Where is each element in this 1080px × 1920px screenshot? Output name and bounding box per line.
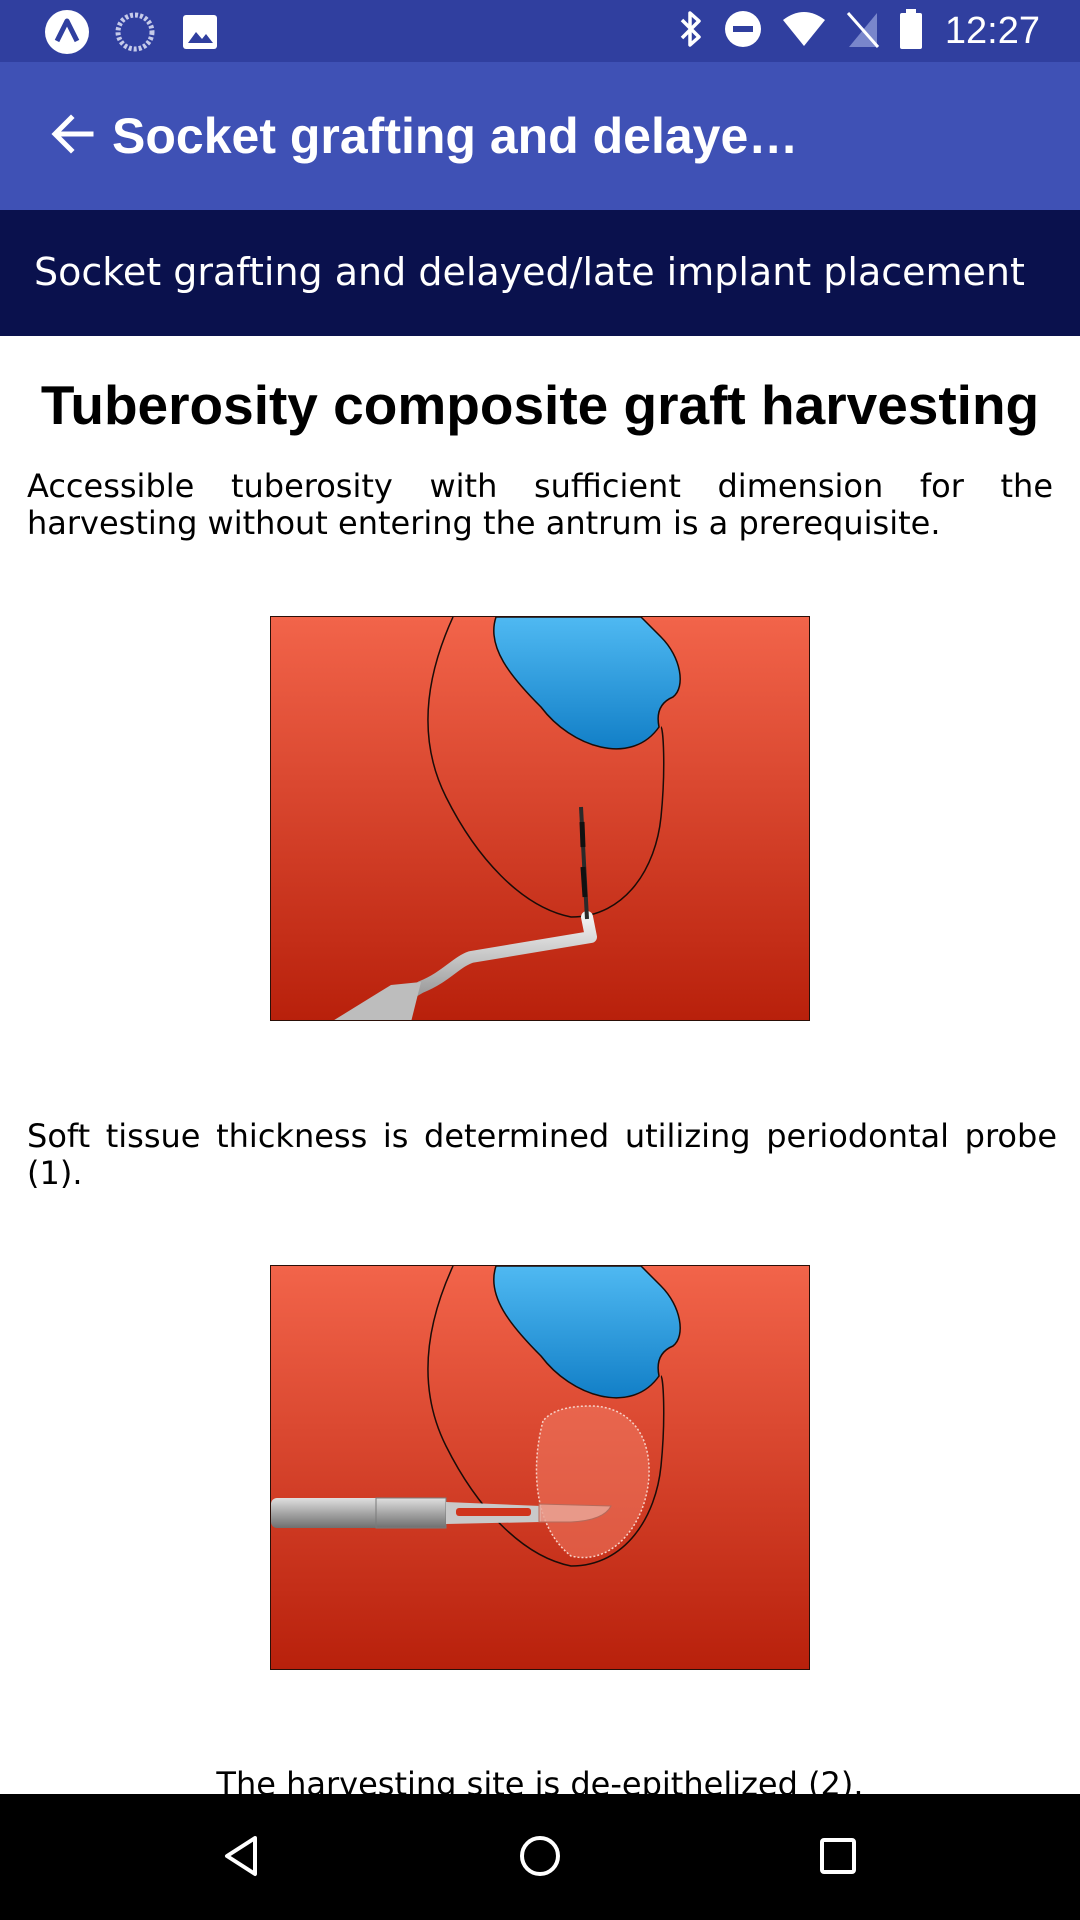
paragraph-de-epithelized: The harvesting site is de-epithelized (2… [216,1765,864,1795]
image-icon [180,12,220,56]
nav-home-button[interactable] [495,1818,585,1898]
paragraph-probe: Soft tissue thickness is determined util… [27,1117,1057,1192]
clock-time: 12:27 [944,9,1040,52]
page-heading: Tuberosity composite graft harvesting [40,374,1040,436]
loading-circle-icon [114,11,156,57]
battery-icon [899,8,923,54]
home-circle-icon [518,1834,562,1882]
nav-recents-button[interactable] [793,1818,883,1898]
nav-back-button[interactable] [196,1818,286,1898]
back-triangle-icon [221,1834,261,1882]
do-not-disturb-icon [723,9,763,53]
app-bar-title: Socket grafting and delayed/late implant… [112,108,824,164]
figure-periodontal-probe [270,616,810,1021]
navigation-bar [0,1794,1080,1920]
recents-square-icon [818,1836,858,1880]
bluetooth-icon [677,8,705,54]
status-bar: 12:27 [0,0,1080,62]
wifi-icon [781,10,827,52]
section-banner: Socket grafting and delayed/late implant… [0,210,1080,336]
paragraph-prerequisite: Accessible tuberosity with sufficient di… [27,467,1053,542]
app-a-icon [44,9,90,59]
no-sim-icon [845,9,881,53]
back-button[interactable] [30,94,114,178]
figure-scalpel-de-epithelization [270,1265,810,1670]
arrow-back-icon [49,111,95,161]
banner-text: Socket grafting and delayed/late implant… [34,250,1025,294]
article-content[interactable]: Tuberosity composite graft harvesting Ac… [0,336,1080,1794]
app-bar: Socket grafting and delayed/late implant… [0,62,1080,210]
